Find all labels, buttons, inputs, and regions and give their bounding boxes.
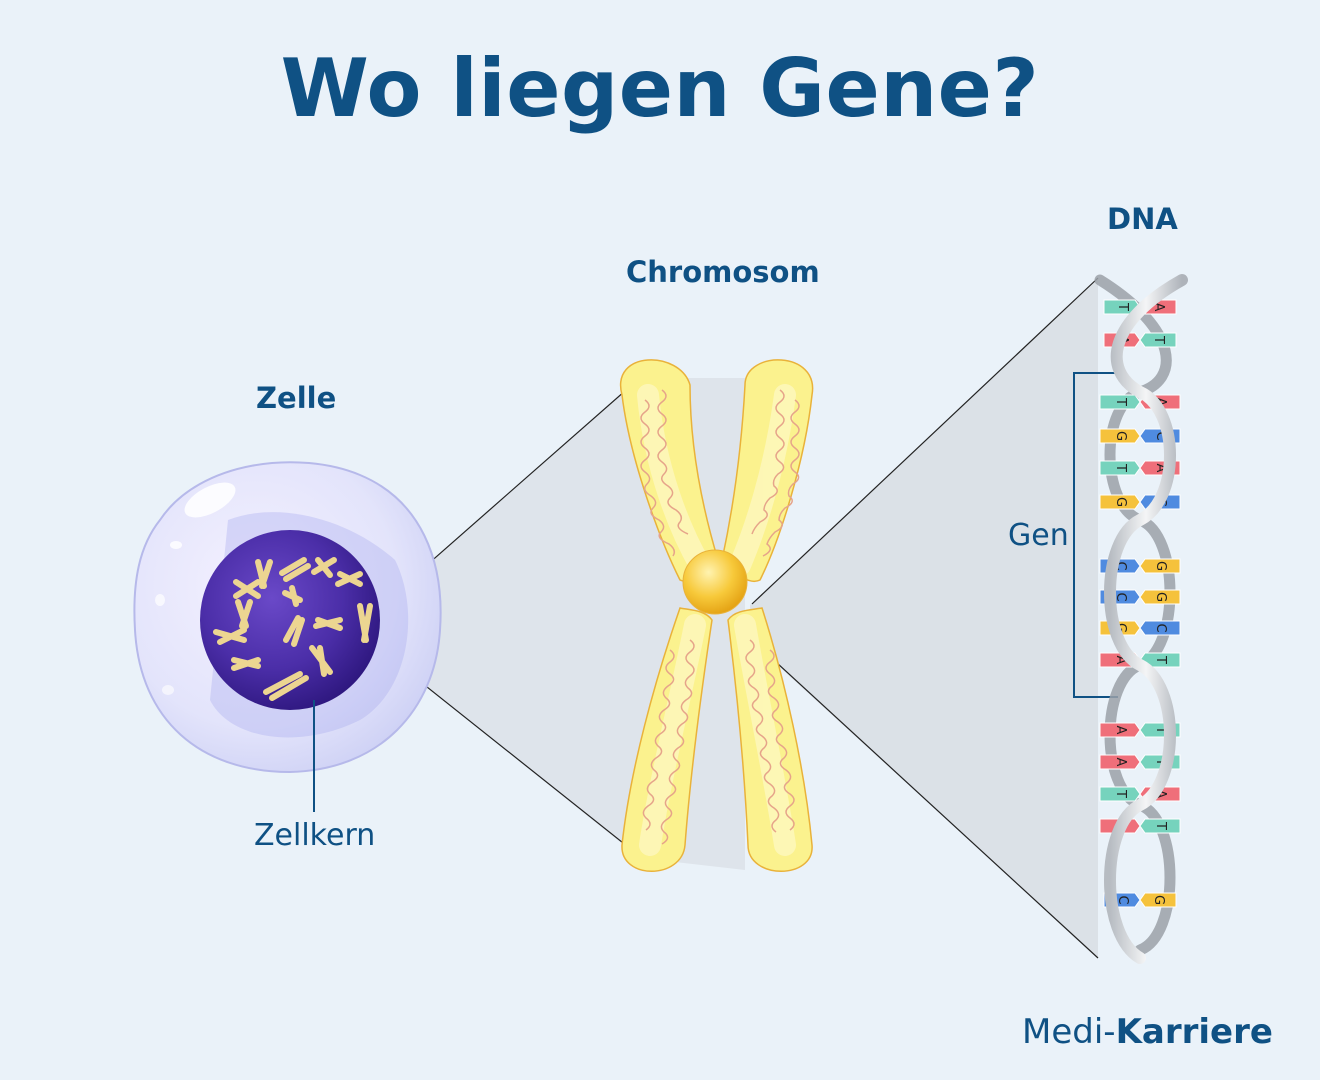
base-letter: A (1151, 303, 1166, 312)
base-g (1099, 494, 1141, 510)
chromosomes-in-nucleus (213, 557, 373, 701)
brand-part2: Karriere (1115, 1012, 1273, 1052)
base-c (1139, 620, 1181, 636)
base-letter: G (1113, 431, 1128, 441)
base-letter: G (1113, 497, 1128, 507)
base-letter: G (1153, 561, 1168, 571)
base-a (1099, 722, 1141, 738)
base-letter: A (1113, 726, 1128, 735)
base-g (1139, 558, 1181, 574)
base-letter: C (1153, 623, 1168, 632)
base-g (1139, 892, 1177, 908)
base-a (1099, 754, 1141, 770)
dna-label: DNA (1107, 202, 1178, 236)
base-g (1139, 589, 1181, 605)
base-g (1099, 428, 1141, 444)
zoom-line-dna-upper (751, 277, 1099, 605)
base-letter: C (1113, 561, 1128, 570)
base-letter: T (1153, 725, 1168, 734)
base-t (1139, 818, 1181, 834)
base-letter: C (1153, 431, 1168, 440)
chromosome-label: Chromosom (626, 255, 820, 289)
base-letter: A (1113, 656, 1128, 665)
cell-illustration (133, 461, 442, 812)
base-t (1099, 394, 1141, 410)
page-title: Wo liegen Gene? (280, 42, 1040, 135)
base-letter: T (1113, 463, 1128, 472)
base-letter: T (1115, 302, 1130, 311)
base-letter: T (1113, 397, 1128, 406)
base-letter: T (1113, 789, 1128, 798)
base-letter: T (1153, 655, 1168, 664)
nucleus (200, 530, 380, 710)
nucleus-label: Zellkern (254, 818, 376, 853)
base-letter: G (1153, 592, 1168, 602)
centromere (682, 549, 748, 615)
base-letter: A (1153, 464, 1168, 473)
base-letter: T (1153, 757, 1168, 766)
base-letter: T (1151, 335, 1166, 344)
base-letter: G (1151, 895, 1166, 905)
cell-label: Zelle (256, 381, 337, 415)
brand-part1: Medi- (1022, 1012, 1116, 1052)
brand-logo: Medi-Karriere (1022, 1012, 1273, 1052)
zoom-line-dna-lower (751, 639, 1099, 959)
base-letter: C (1113, 592, 1128, 601)
gene-label: Gen (1008, 518, 1069, 553)
base-t (1099, 786, 1141, 802)
base-letter: A (1113, 758, 1128, 767)
base-t (1139, 332, 1177, 348)
helix-strand-front (1104, 274, 1188, 964)
chromosome-illustration (619, 359, 814, 872)
base-letter: T (1153, 821, 1168, 830)
gene-bracket (1073, 372, 1118, 698)
base-t (1099, 460, 1141, 476)
zoom-cone-chromosome-to-dna (750, 278, 1098, 958)
base-letter: C (1115, 895, 1130, 904)
